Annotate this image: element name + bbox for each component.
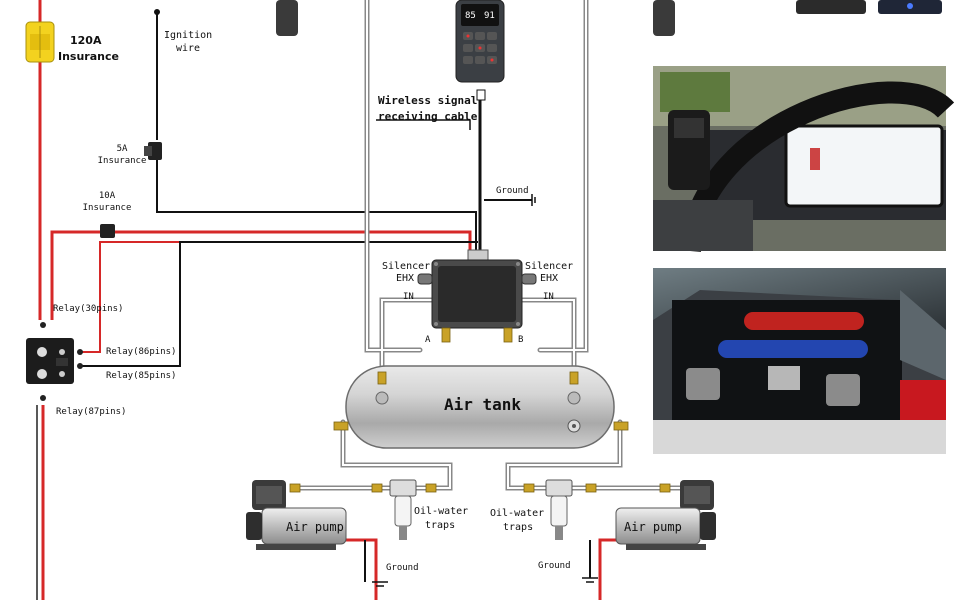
silencer-right bbox=[521, 273, 537, 285]
trap-right-line1: Oil-water bbox=[490, 508, 545, 519]
wireless-cable-line2: receiving cable bbox=[378, 110, 478, 123]
silencer-right-line1: Silencer bbox=[525, 261, 574, 272]
remote-readout-left: 85 bbox=[465, 11, 476, 21]
air-pump-left-label: Air pump bbox=[286, 520, 344, 534]
port-b-label: B bbox=[518, 335, 524, 345]
relay-86-label: Relay(86pins) bbox=[106, 347, 177, 357]
ignition-terminal bbox=[154, 9, 160, 15]
wireless-remote-controller bbox=[455, 0, 505, 83]
trap-right-line2: traps bbox=[503, 522, 534, 533]
fuse-main-label: Insurance bbox=[58, 50, 119, 63]
cropped-top-parts bbox=[276, 0, 942, 36]
photo-dashboard-install bbox=[653, 66, 955, 253]
relay-30-label: Relay(30pins) bbox=[53, 304, 124, 314]
port-a-label: A bbox=[425, 335, 431, 345]
air-pump-right-label: Air pump bbox=[624, 520, 682, 534]
fuse-5a-label: Insurance bbox=[97, 156, 147, 166]
wireless-cable-line1: Wireless signal bbox=[378, 94, 478, 107]
ground-symbol-top bbox=[531, 194, 536, 206]
ignition-label-line2: wire bbox=[176, 43, 201, 54]
fuse-10a-amperage: 10A bbox=[98, 191, 116, 201]
valve-control-box bbox=[431, 249, 523, 329]
oil-water-trap-right bbox=[545, 479, 573, 540]
oil-water-trap-left bbox=[389, 479, 417, 540]
fuse-10a-label: Insurance bbox=[82, 203, 132, 213]
silencer-left-line1: Silencer bbox=[382, 261, 431, 272]
air-pump-left bbox=[246, 480, 347, 550]
relay bbox=[26, 338, 74, 384]
air-tank bbox=[345, 365, 615, 449]
ground-left-label: Ground bbox=[386, 563, 419, 573]
silencer-right-in: IN bbox=[543, 292, 554, 302]
ground-symbol-left bbox=[372, 581, 388, 587]
fuse-5a bbox=[144, 142, 162, 160]
silencer-left-line2: EHX bbox=[396, 273, 415, 284]
ground-symbol-right bbox=[582, 577, 598, 583]
main-fuse-120a bbox=[25, 21, 55, 63]
fuse-main-amperage: 120A bbox=[70, 34, 102, 47]
relay-85-label: Relay(85pins) bbox=[106, 371, 177, 381]
red-power-wires bbox=[36, 0, 620, 600]
air-pump-right bbox=[615, 480, 716, 550]
fuse-10a bbox=[100, 224, 115, 238]
remote-readout-right: 91 bbox=[484, 11, 495, 21]
trap-left-line2: traps bbox=[425, 520, 456, 531]
air-tank-label: Air tank bbox=[444, 395, 522, 414]
silencer-left bbox=[417, 273, 433, 285]
silencer-right-line2: EHX bbox=[540, 273, 559, 284]
trap-left-line1: Oil-water bbox=[414, 506, 469, 517]
black-signal-wires bbox=[82, 14, 591, 582]
silencer-left-in: IN bbox=[403, 292, 414, 302]
fuse-5a-amperage: 5A bbox=[116, 144, 128, 154]
photo-trunk-install bbox=[653, 268, 946, 454]
relay-87-label: Relay(87pins) bbox=[56, 407, 127, 417]
ground-right-label: Ground bbox=[538, 561, 571, 571]
antenna-connector bbox=[476, 89, 486, 101]
ignition-label-line1: Ignition bbox=[164, 30, 213, 41]
ground-top-label: Ground bbox=[496, 186, 529, 196]
